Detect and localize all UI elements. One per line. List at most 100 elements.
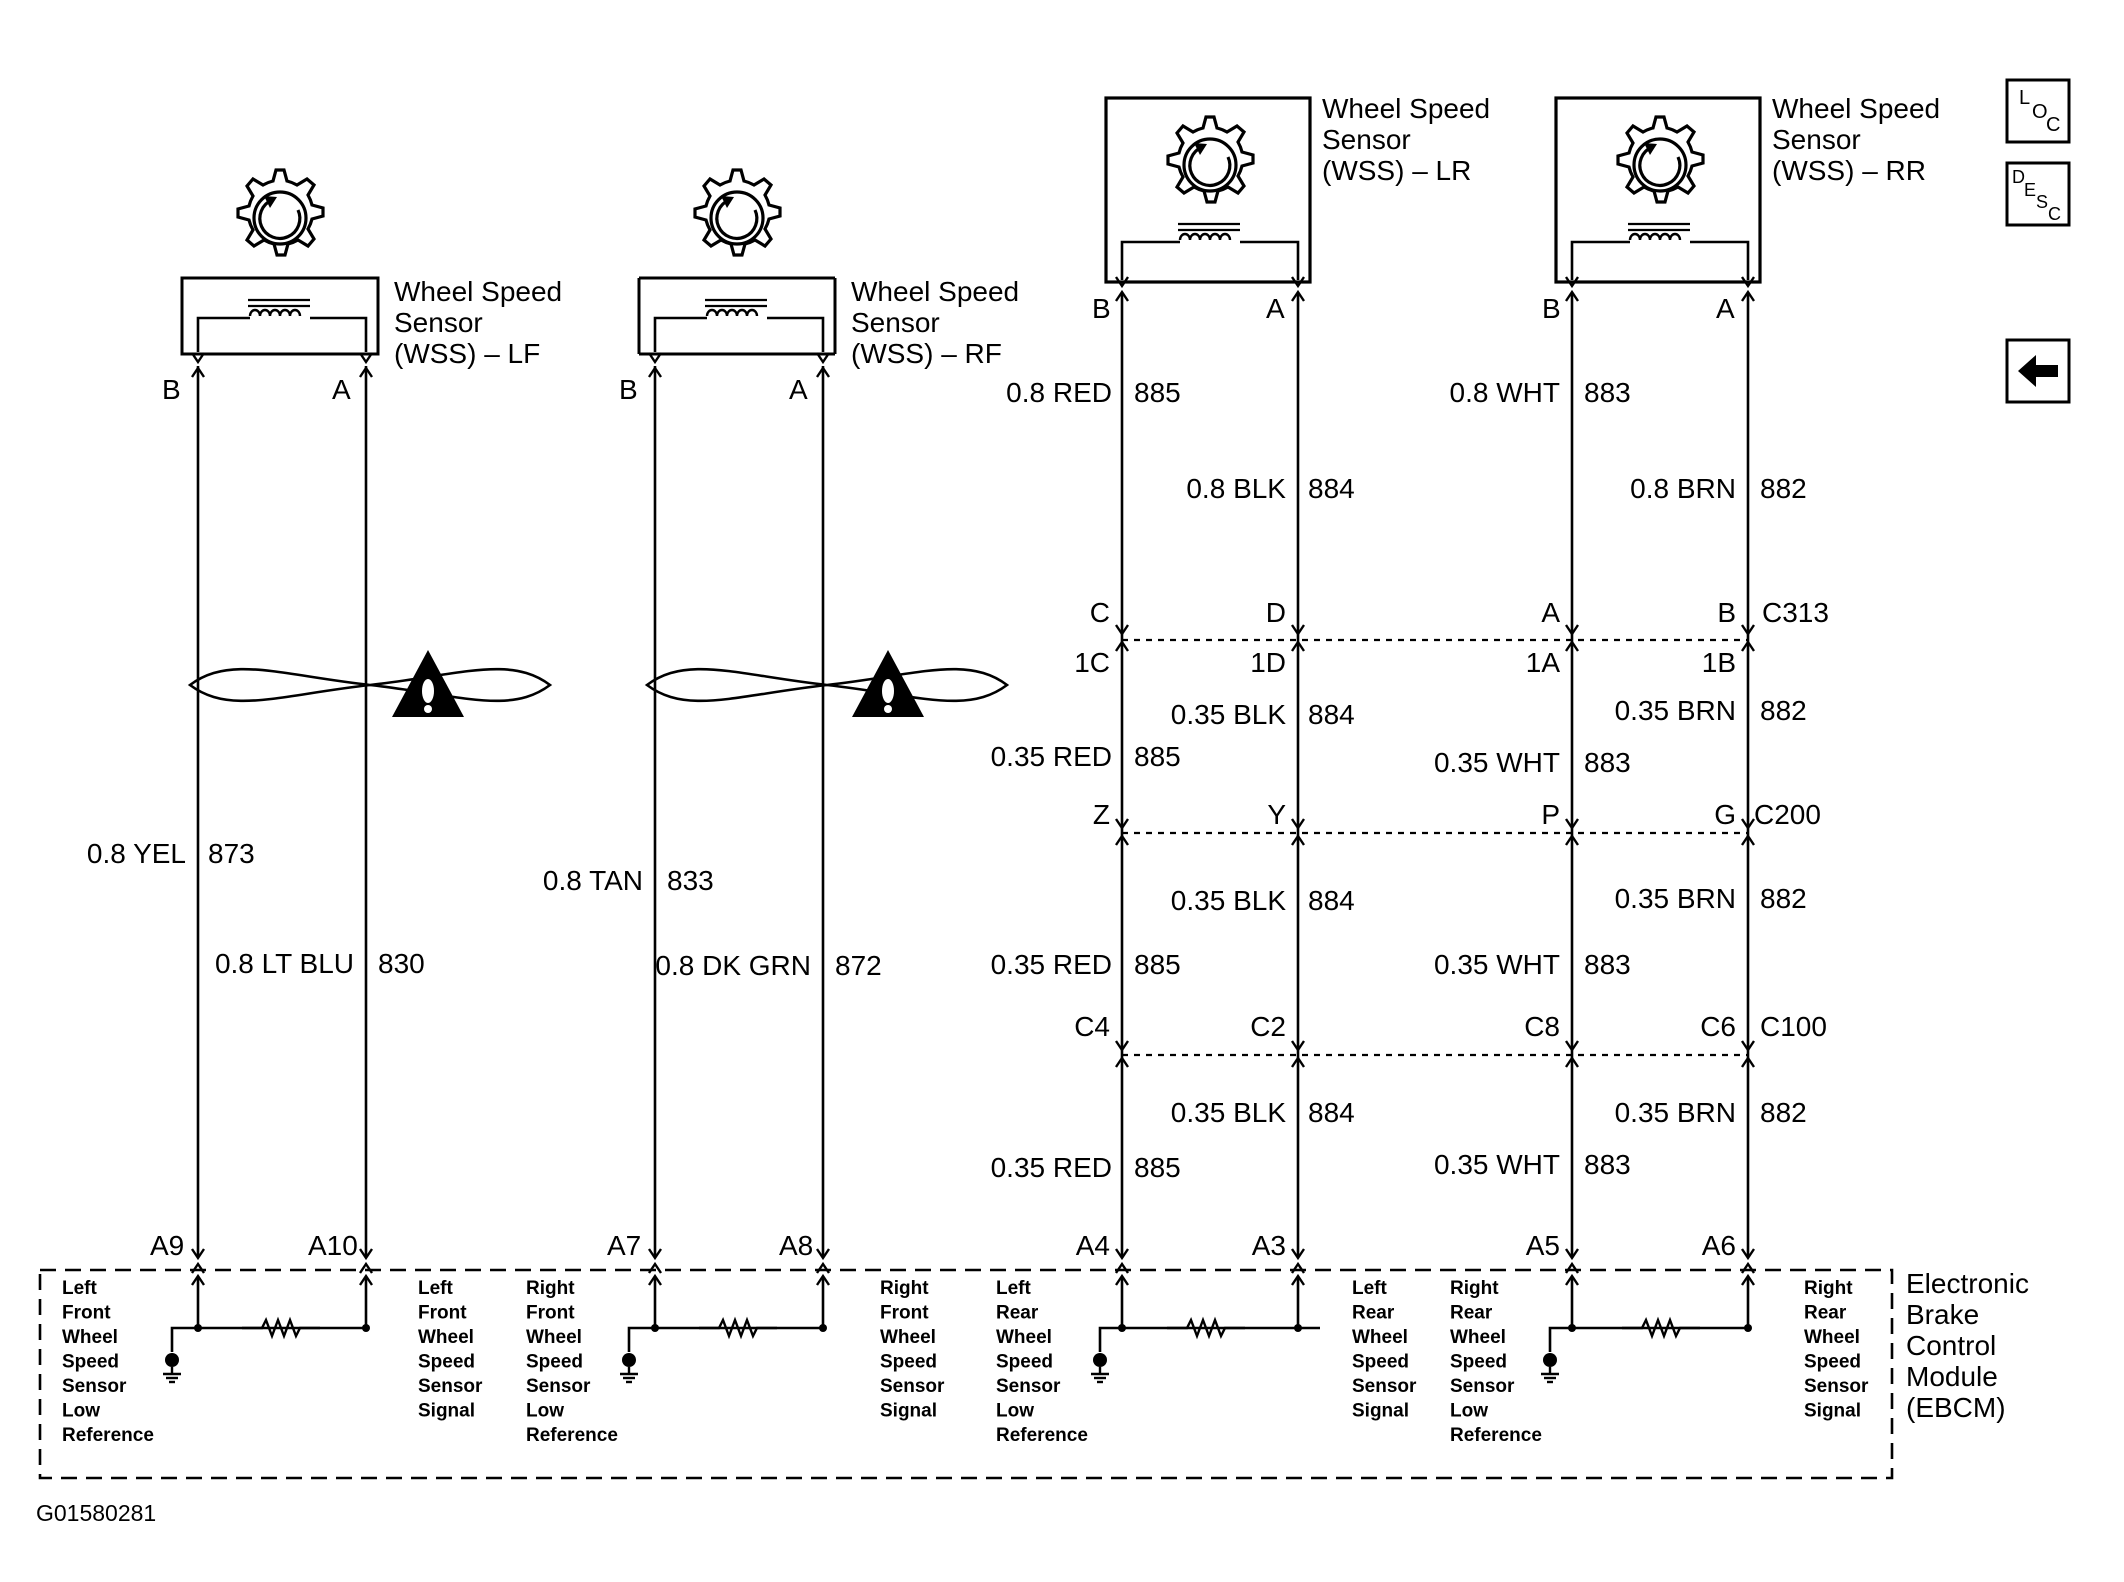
rf-a-wire-color: 0.8 DK GRN xyxy=(655,950,811,981)
ebcm-label-line: Front xyxy=(880,1303,929,1324)
terminal-arrow-up xyxy=(816,1273,830,1286)
terminal-arrow-up xyxy=(1741,1055,1755,1068)
lr-b-seg2-color: 0.35 RED xyxy=(991,741,1112,772)
terminal-arrow-up xyxy=(1741,1261,1755,1274)
description-view-button[interactable]: D E S C xyxy=(2005,161,2071,227)
rf-ebcm-pin-b: A7 xyxy=(607,1230,641,1261)
terminal-arrow-up xyxy=(1565,1055,1579,1068)
lf-ground-icon xyxy=(161,1351,183,1384)
ebcm-label-line: Speed xyxy=(418,1352,475,1373)
rr-b-seg3-color: 0.35 WHT xyxy=(1434,949,1560,980)
ebcm-title-5: (EBCM) xyxy=(1906,1392,2006,1423)
terminal-arrow-down xyxy=(1565,276,1579,289)
lr-a-c100-pin: C2 xyxy=(1250,1011,1286,1042)
ebcm-label-line: Speed xyxy=(1352,1352,1409,1373)
lr-b-c313-pin: C xyxy=(1090,597,1110,628)
rf-coil-icon xyxy=(703,298,769,318)
terminal-arrow-up xyxy=(648,1261,662,1274)
ebcm-label-line: Rear xyxy=(1352,1303,1395,1324)
ebcm-label-line: Sensor xyxy=(62,1376,127,1397)
rr-title-2: Sensor xyxy=(1772,124,1861,155)
rear-wires: 0.8 RED 885 0.8 BLK 884 0.8 WHT 883 0.8 … xyxy=(991,292,1829,1261)
back-button[interactable] xyxy=(2005,338,2071,404)
lf-title-1: Wheel Speed xyxy=(394,276,562,307)
rr-b-c200-pin: P xyxy=(1541,799,1560,830)
lr-a-c313-pin: D xyxy=(1266,597,1286,628)
loc-letter-c: C xyxy=(2046,114,2060,136)
terminal-arrow-up xyxy=(816,365,830,378)
lr-b-seg3-color: 0.35 RED xyxy=(991,949,1112,980)
terminal-arrow-down xyxy=(1115,818,1129,831)
lf-title-3: (WSS) – LF xyxy=(394,338,540,369)
terminal-arrow-up xyxy=(1741,1273,1755,1286)
rr-b-seg1-circuit: 883 xyxy=(1584,377,1631,408)
lr-a-seg4-color: 0.35 BLK xyxy=(1171,1097,1287,1128)
lr-b-c100-pin: C4 xyxy=(1074,1011,1110,1042)
ebcm-label-line: Front xyxy=(62,1303,111,1324)
terminal-arrow-down xyxy=(816,1248,830,1261)
ebcm-label-line: Speed xyxy=(526,1352,583,1373)
ebcm-label-line: Reference xyxy=(1450,1425,1542,1446)
ebcm-label-line: Sensor xyxy=(418,1376,483,1397)
ebcm-label-line: Rear xyxy=(1804,1303,1847,1324)
rf-b-wire-circuit: 833 xyxy=(667,865,714,896)
terminal-arrow-up xyxy=(359,1273,373,1286)
ebcm-label-line: Sensor xyxy=(880,1376,945,1397)
desc-letter-d: D xyxy=(2012,167,2025,187)
lf-ebcm-pin-a: A10 xyxy=(308,1230,358,1261)
terminal-arrow-up xyxy=(1115,639,1129,652)
terminal-arrow-up xyxy=(1741,639,1755,652)
lf-b-wire-circuit: 873 xyxy=(208,838,255,869)
ebcm-label-line: Left xyxy=(996,1278,1032,1299)
terminal-arrow-up xyxy=(1565,1273,1579,1286)
lr-b-seg1-circuit: 885 xyxy=(1134,377,1181,408)
terminal-arrow-down xyxy=(1741,1248,1755,1261)
ebcm-title-1: Electronic xyxy=(1906,1268,2029,1299)
terminal-arrow-up xyxy=(1115,1261,1129,1274)
ebcm-label-line: Wheel xyxy=(880,1327,936,1348)
rr-sensor: Wheel Speed Sensor (WSS) – RR B A xyxy=(1542,93,1940,324)
lr-input-circuit xyxy=(1089,1276,1320,1384)
terminal-arrow-up xyxy=(191,1273,205,1286)
desc-letter-e: E xyxy=(2024,180,2036,200)
terminal-arrow-up xyxy=(1741,833,1755,846)
terminal-arrow-down xyxy=(1565,1040,1579,1053)
rr-ground-icon xyxy=(1539,1351,1561,1384)
terminal-arrow-down xyxy=(648,1248,662,1261)
lr-coil-icon xyxy=(1176,222,1242,242)
lr-a-seg4-circuit: 884 xyxy=(1308,1097,1355,1128)
loc-letter-l: L xyxy=(2019,87,2030,109)
ebcm-label-line: Speed xyxy=(1804,1352,1861,1373)
terminal-arrow-up xyxy=(1115,289,1129,302)
terminal-arrow-up xyxy=(816,1261,830,1274)
location-view-button[interactable]: L O C xyxy=(2005,78,2071,144)
ebcm-label-line: Rear xyxy=(1450,1303,1493,1324)
rr-a-seg2-color: 0.35 BRN xyxy=(1615,695,1736,726)
rr-b-seg4-circuit: 883 xyxy=(1584,1149,1631,1180)
terminal-arrow-up xyxy=(1565,833,1579,846)
terminal-arrow-up xyxy=(359,365,373,378)
ebcm-label-line: Left xyxy=(418,1278,454,1299)
ebcm-label-line: Low xyxy=(62,1401,100,1422)
lf-b-wire-color: 0.8 YEL xyxy=(87,838,186,869)
ebcm-label-line: Front xyxy=(526,1303,575,1324)
rf-input-circuit xyxy=(618,1276,827,1384)
terminal-arrow-up xyxy=(191,365,205,378)
terminal-arrow-up xyxy=(648,365,662,378)
terminal-arrow-down xyxy=(1565,624,1579,637)
lr-b-c200-pin: Z xyxy=(1093,799,1110,830)
lr-pin-b: B xyxy=(1092,293,1111,324)
lr-b-seg4-color: 0.35 RED xyxy=(991,1152,1112,1183)
ebcm-label-line: Reference xyxy=(62,1425,154,1446)
ebcm-label-line: Right xyxy=(880,1278,929,1299)
rf-tone-wheel-icon xyxy=(693,168,782,257)
lr-b-seg3-circuit: 885 xyxy=(1134,949,1181,980)
lr-ground-icon xyxy=(1089,1351,1111,1384)
terminal-arrow-down xyxy=(1291,1248,1305,1261)
rr-a-c100-pin: C6 xyxy=(1700,1011,1736,1042)
